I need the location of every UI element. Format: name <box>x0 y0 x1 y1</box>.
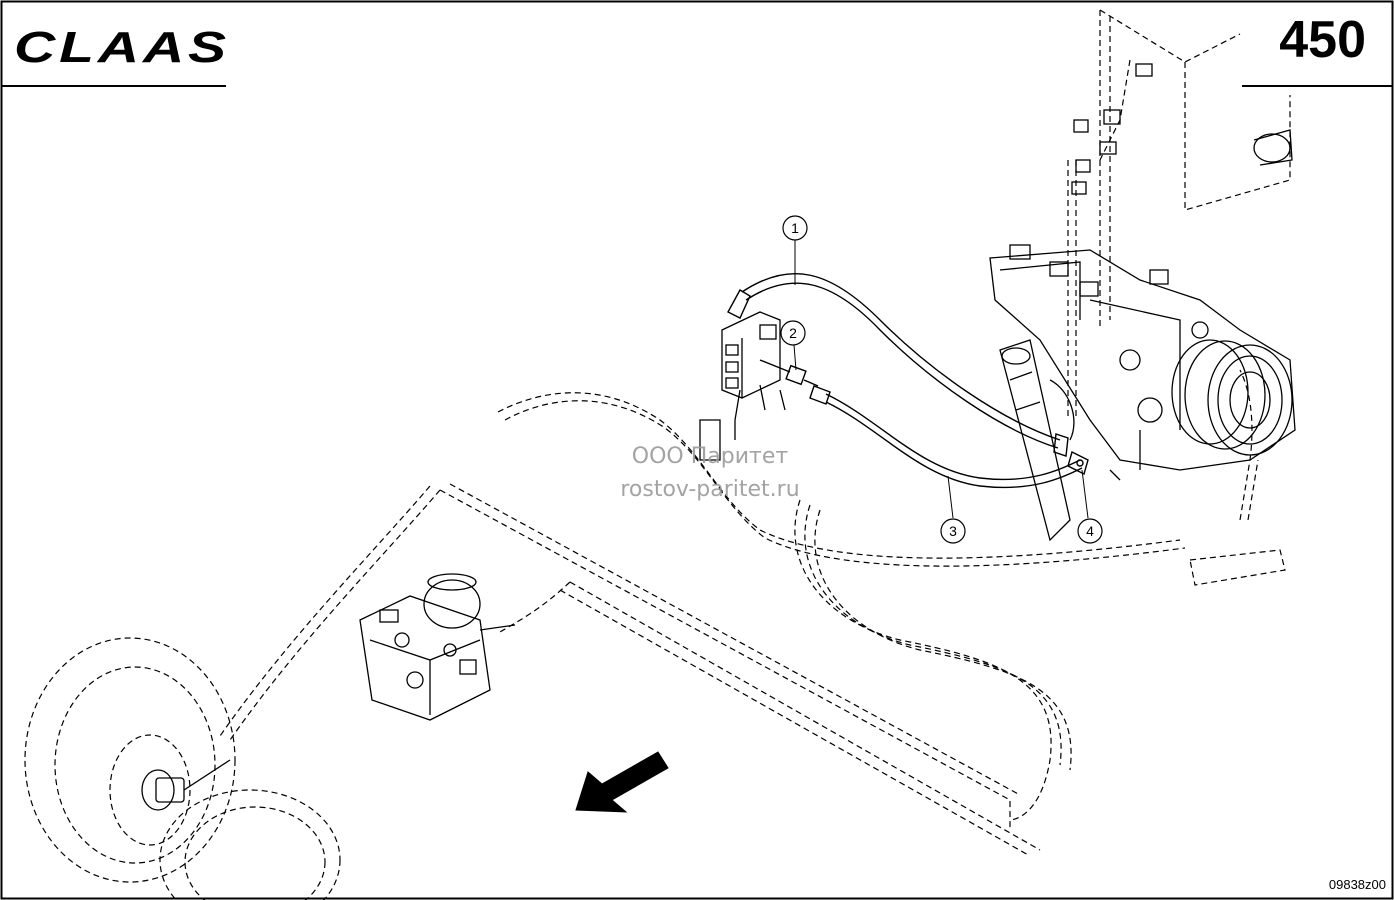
forward-direction-arrow-icon <box>575 751 669 813</box>
hose-3 <box>809 385 1083 489</box>
upper-fittings <box>1071 63 1293 195</box>
callout-number-3: 3 <box>949 523 957 539</box>
callout-bubble-1: 1 <box>782 215 808 241</box>
fitting-2 <box>759 359 819 387</box>
callout-bubble-2: 2 <box>780 320 806 346</box>
callout-leaders <box>793 240 1089 519</box>
hose-1 <box>727 272 1069 457</box>
callout-bubble-4: 4 <box>1077 518 1103 544</box>
svg-text:CLAAS: CLAAS <box>14 23 230 72</box>
pump-unit <box>359 573 516 721</box>
background-lines <box>219 9 1291 857</box>
callout-number-2: 2 <box>789 325 797 341</box>
watermark-company: ООО Паритет <box>631 444 789 469</box>
wheel-hub <box>141 759 231 811</box>
watermark: ООО Паритет rostov-paritet.ru <box>560 440 860 506</box>
hydraulic-cylinder <box>999 339 1075 542</box>
watermark-site: rostov-paritet.ru <box>620 477 800 502</box>
fitting-4 <box>1067 450 1089 476</box>
wheel-group <box>24 637 341 900</box>
callout-number-4: 4 <box>1086 523 1094 539</box>
drawing-code: 09838z00 <box>1328 877 1386 892</box>
valve-block <box>699 311 786 461</box>
callout-bubble-3: 3 <box>940 518 966 544</box>
claas-logo: CLAAS <box>14 23 230 72</box>
callout-number-1: 1 <box>791 220 799 236</box>
page-number: 450 <box>1279 11 1366 69</box>
gearbox-assembly <box>989 244 1296 481</box>
